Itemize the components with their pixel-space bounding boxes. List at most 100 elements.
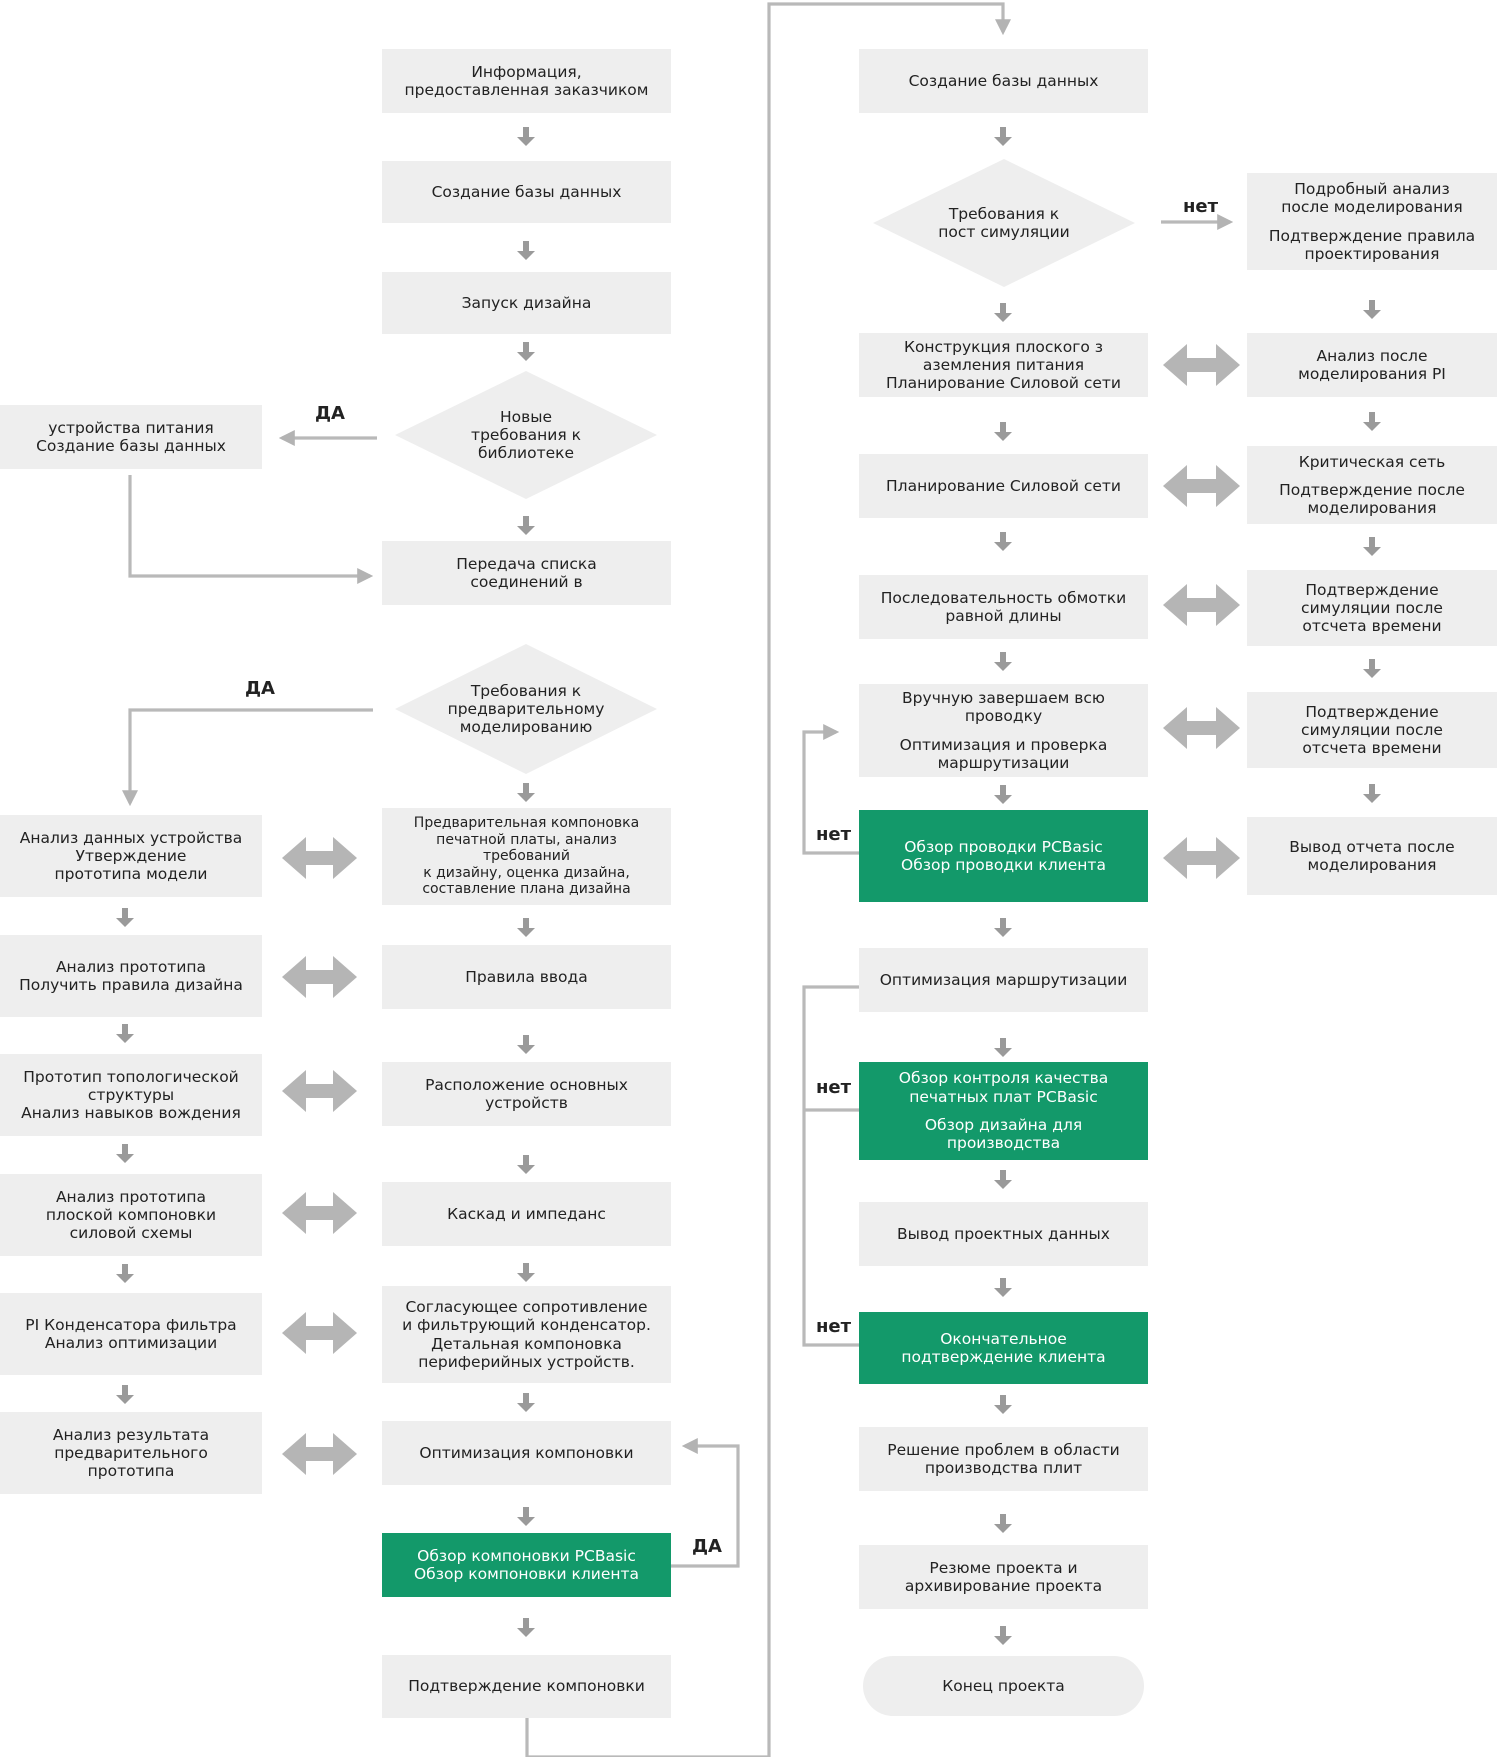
text-line: производства плит: [924, 1459, 1083, 1477]
customer-info-box: Информация,предоставленная заказчиком: [382, 49, 671, 113]
text-line: Анализ результата: [52, 1425, 210, 1444]
text-line: маршрутизации: [937, 753, 1070, 772]
text-line: аземления питания: [922, 355, 1085, 374]
text-line: предварительному: [447, 699, 605, 718]
text-line: Обзор дизайна для: [924, 1116, 1083, 1134]
text-line: Анализ прототипа: [55, 1187, 207, 1206]
text-line: Получить правила дизайна: [19, 976, 243, 994]
create-db-box-right: Создание базы данных: [859, 49, 1148, 113]
down-arrow: [116, 1024, 134, 1043]
text-line: Обзор контроля качества: [898, 1069, 1109, 1088]
text-line: Конец проекта: [942, 1676, 1065, 1695]
double-arrow: [282, 956, 357, 998]
text-line: Решение проблем в области: [887, 1440, 1120, 1459]
text-line: моделирования: [1307, 499, 1437, 518]
critical-net-line1: Критическая сеть: [1299, 453, 1446, 471]
layout-optimization-box: Оптимизация компоновки: [382, 1421, 671, 1485]
yes-label-library: ДА: [315, 403, 345, 424]
text-line: устройств: [485, 1094, 568, 1112]
connector-to-right-column: [525, 2, 1011, 1757]
double-arrow: [282, 1312, 357, 1354]
text-line: соединений в: [470, 573, 583, 591]
text-line: прототипа модели: [54, 865, 208, 884]
text-line: устройства питания: [48, 418, 214, 437]
text-line: PI Конденсатора фильтра: [25, 1315, 237, 1334]
text-line: Обзор компоновки PCBasic: [417, 1546, 636, 1565]
text-line: Предварительная компоновка: [413, 815, 640, 832]
text-line: Оптимизация компоновки: [419, 1443, 634, 1462]
text-line: Планирование Силовой сети: [886, 374, 1121, 393]
text-line: моделирования: [1307, 856, 1437, 874]
text-line: Анализ после: [1316, 346, 1428, 365]
text-line: симуляции после: [1301, 720, 1443, 739]
double-arrow: [1163, 584, 1240, 626]
no-label-post-sim: нет: [1183, 196, 1219, 217]
yes-label-premodel: ДА: [245, 678, 275, 699]
text-line: после моделирования: [1281, 198, 1463, 217]
down-arrow: [116, 1385, 134, 1404]
down-arrow: [517, 1393, 535, 1412]
double-arrow: [282, 837, 357, 879]
connector-powerdb-to-netlist: [128, 475, 374, 584]
text-line: Согласующее сопротивление: [405, 1297, 648, 1316]
text-line: Вручную завершаем всю: [902, 688, 1105, 707]
text-line: Подтверждение после: [1279, 480, 1465, 499]
down-arrow: [1363, 659, 1381, 678]
text-line: Подтверждение правила: [1268, 226, 1476, 245]
text-line: Оптимизация и проверка: [899, 735, 1108, 754]
text-line: Окончательное: [940, 1329, 1067, 1348]
text-line: составление плана дизайна: [422, 881, 631, 898]
down-arrow: [517, 1263, 535, 1282]
text-line: Правила ввода: [465, 967, 588, 986]
no-label-qc-review: нет: [816, 1077, 852, 1098]
down-arrow: [517, 127, 535, 146]
down-arrow: [116, 1264, 134, 1283]
input-rules-box: Правила ввода: [382, 945, 671, 1009]
text-line: печатных плат PCBasic: [909, 1087, 1098, 1106]
text-line: Подтверждение: [1305, 580, 1439, 599]
text-line: Конструкция плоского з: [903, 337, 1104, 356]
down-arrow: [517, 342, 535, 361]
stackup-box: Каскад и импеданс: [382, 1182, 671, 1246]
down-arrow: [994, 1514, 1012, 1533]
text-line: проводку: [964, 707, 1043, 726]
down-arrow: [994, 918, 1012, 937]
text-line: Каскад и импеданс: [447, 1204, 606, 1223]
yes-label-layout-review: ДА: [692, 1536, 722, 1557]
text-line: Вывод отчета после: [1289, 837, 1455, 856]
text-line: равной длины: [945, 607, 1062, 625]
text-line: Прототип топологической: [23, 1067, 239, 1086]
text-line: к дизайну, оценка дизайна,: [423, 864, 630, 881]
down-arrow: [517, 783, 535, 802]
text-line: производства: [946, 1134, 1061, 1153]
text-line: архивирование проекта: [904, 1577, 1103, 1595]
text-line: Последовательность обмотки: [880, 588, 1127, 607]
text-line: Запуск дизайна: [461, 293, 592, 312]
layout-confirm-box: Подтверждение компоновки: [382, 1655, 671, 1718]
text-line: Информация,: [471, 62, 582, 81]
